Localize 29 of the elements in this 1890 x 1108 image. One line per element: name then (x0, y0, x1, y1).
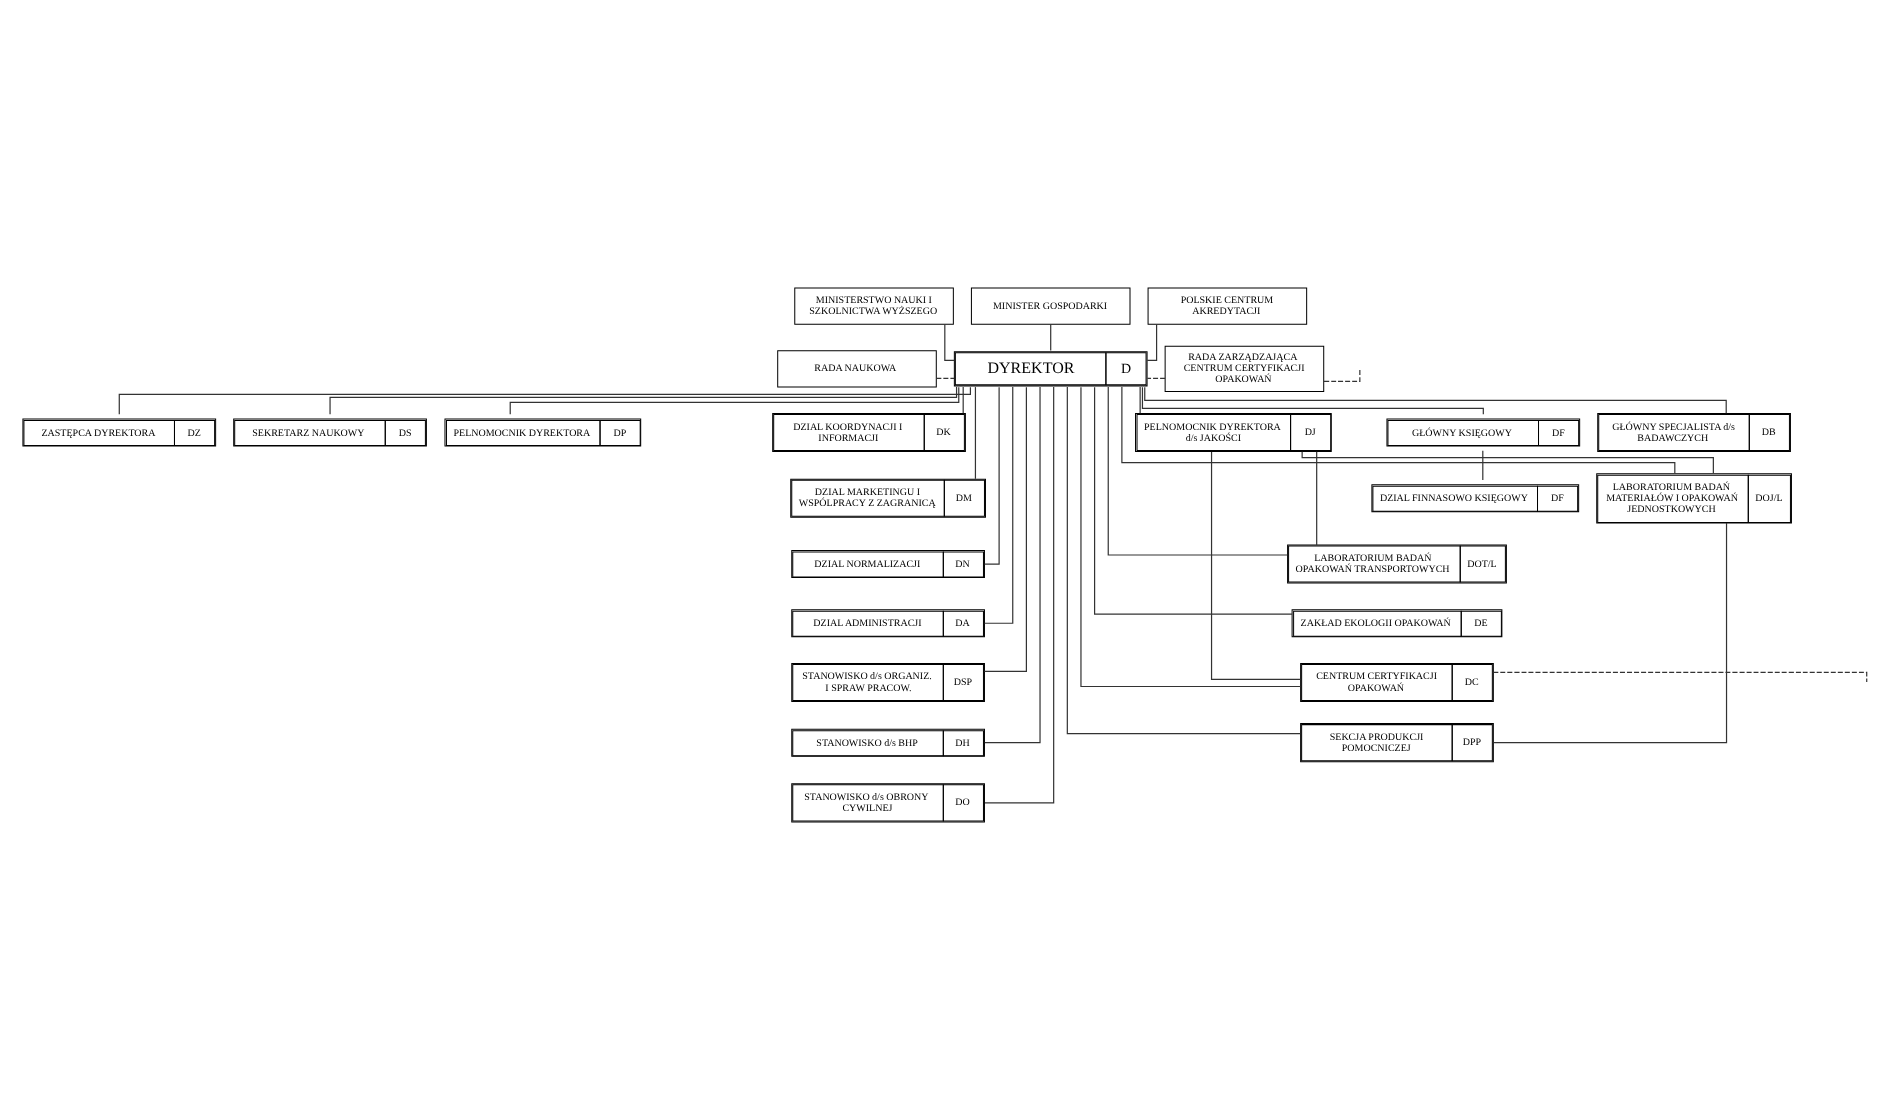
connector (1301, 450, 1714, 473)
connector (1210, 450, 1302, 680)
connector (1050, 322, 1052, 351)
connector (329, 385, 958, 414)
connector (1323, 367, 1361, 381)
connector (1146, 322, 1158, 360)
connector (1121, 385, 1676, 474)
connector (974, 385, 977, 479)
connector (1080, 385, 1302, 687)
connector (984, 385, 1000, 564)
connector (983, 385, 1027, 672)
connector (1094, 385, 1293, 614)
connector (984, 385, 1055, 803)
connector (1493, 521, 1728, 743)
connector (1144, 385, 1727, 413)
connector (935, 376, 955, 378)
connector (1139, 385, 1141, 413)
connector (1066, 385, 1301, 734)
connector (1482, 449, 1484, 480)
connector (944, 322, 955, 360)
connector (1146, 376, 1166, 378)
connector (1492, 670, 1868, 682)
connector (962, 385, 964, 413)
connector (1316, 450, 1318, 545)
connector (983, 385, 1014, 623)
connector (1141, 385, 1484, 414)
connector (1107, 385, 1288, 555)
connector (984, 385, 1041, 743)
connector (509, 385, 960, 414)
